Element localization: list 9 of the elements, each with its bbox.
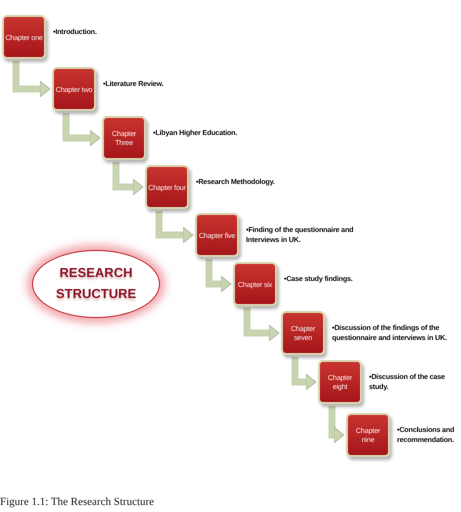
bent-arrow bbox=[112, 162, 144, 196]
diagram-title-text: RESEARCH STRUCTURE bbox=[56, 264, 136, 303]
figure-caption: Figure 1.1: The Research Structure bbox=[0, 496, 154, 508]
bent-arrow bbox=[206, 259, 232, 292]
bent-arrow bbox=[244, 308, 280, 342]
bent-arrow bbox=[62, 113, 100, 146]
title-ellipse bbox=[32, 250, 160, 318]
bent-arrow bbox=[292, 357, 316, 390]
bent-arrow bbox=[156, 211, 194, 244]
